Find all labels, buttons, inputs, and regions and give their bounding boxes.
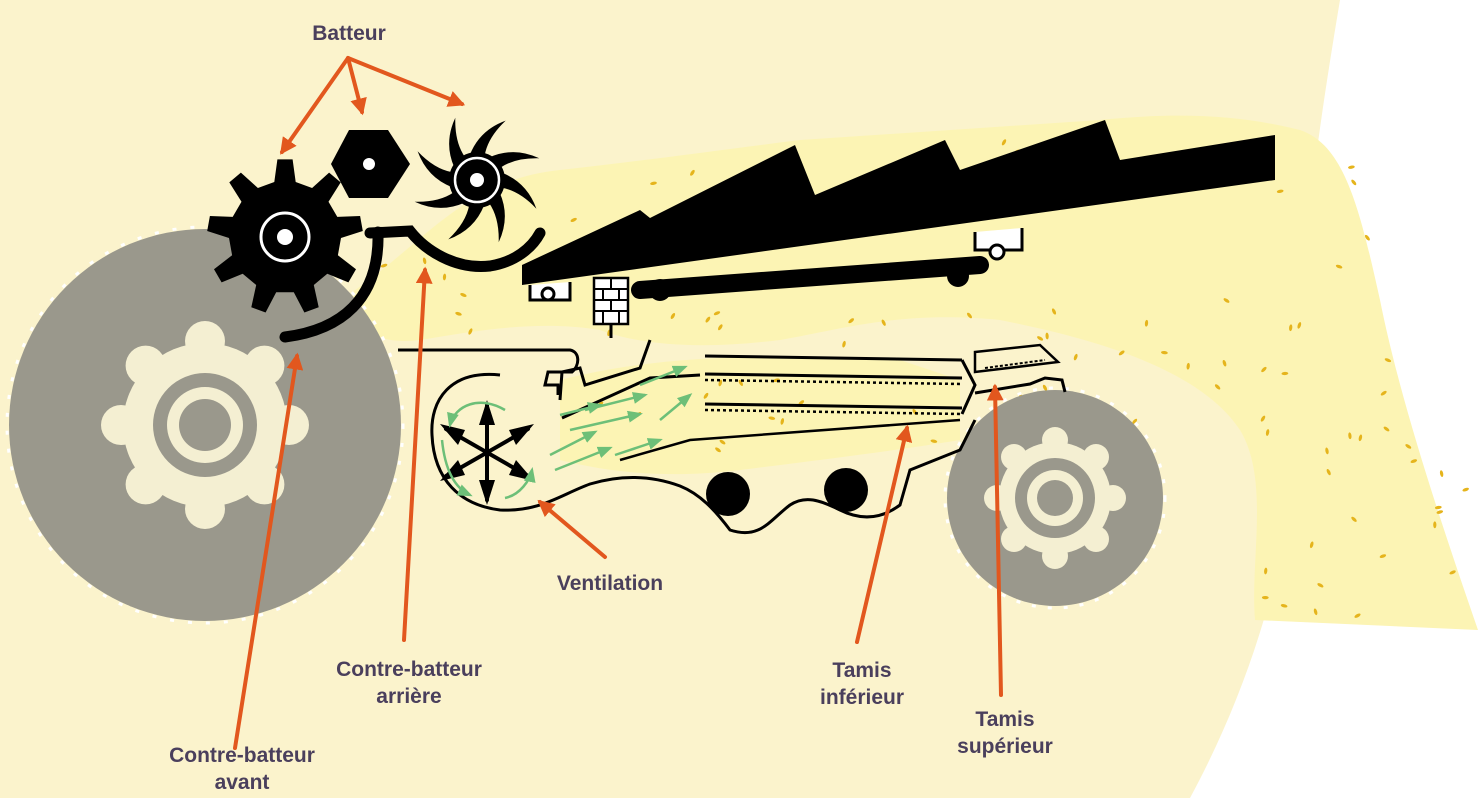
label-ventilation: Ventilation [557,570,663,597]
hub-tooth [1001,526,1027,552]
hub-tooth [1042,427,1068,453]
hub-tooth [185,321,225,361]
label-batteur: Batteur [312,20,386,47]
label-tamis-superieur: Tamis supérieur [957,706,1053,760]
grain-particle [1433,521,1436,528]
hub-tooth [1042,543,1068,569]
hub-tooth [126,346,166,386]
hub-tooth [1083,526,1109,552]
label-contre-batteur-avant: Contre-batteur avant [169,742,315,796]
label-contre-batteur-arriere: Contre-batteur arrière [336,656,482,710]
hub-tooth [1100,485,1126,511]
gear-icon [101,321,309,529]
hub-tooth [1001,444,1027,470]
hub-tooth [1083,444,1109,470]
hub-tooth [244,346,284,386]
hub-tooth [126,464,166,504]
label-tamis-inferieur: Tamis inférieur [820,657,904,711]
hub-tooth [185,489,225,529]
hub-tooth [101,405,141,445]
